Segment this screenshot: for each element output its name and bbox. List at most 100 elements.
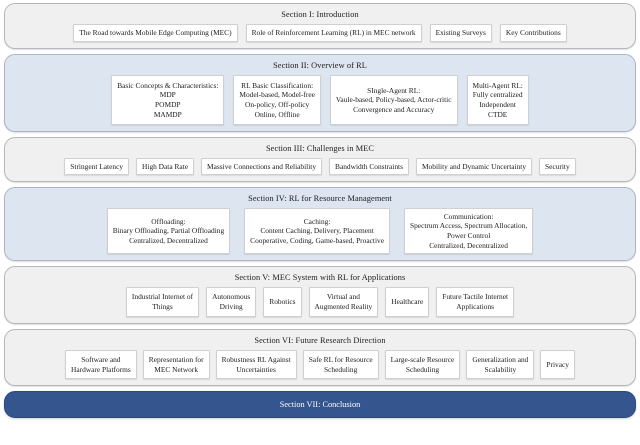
item-line: The Road towards Mobile Edge Computing (…	[79, 28, 232, 38]
item-line: Driving	[219, 302, 243, 311]
section-overview-of-rl: Section II: Overview of RL Basic Concept…	[4, 54, 636, 132]
item-communication[interactable]: Communication: Spectrum Access, Spectrum…	[404, 208, 534, 254]
item-mobility-uncertainty[interactable]: Mobility and Dynamic Uncertainty	[415, 158, 533, 175]
item-offloading[interactable]: Offloading: Binary Offloading, Partial O…	[106, 208, 231, 254]
item-road-towards-mec[interactable]: The Road towards Mobile Edge Computing (…	[73, 24, 238, 42]
item-line: Stringent Latency	[70, 161, 124, 171]
item-line: Vaule-based, Policy-based, Actor-critic	[335, 95, 452, 105]
section-future-research-direction: Section VI: Future Research Direction So…	[4, 329, 636, 386]
item-line: Augmented Reality	[314, 302, 373, 311]
item-line: Multi-Agent RL:	[472, 80, 523, 90]
section-items-row: Offloading: Binary Offloading, Partial O…	[15, 208, 625, 254]
item-line: Things	[152, 302, 173, 311]
item-line: Caching:	[303, 216, 331, 226]
item-line: CTDE	[488, 109, 508, 119]
item-line: Bandwidth Constraints	[335, 161, 403, 171]
item-line: Cooperative, Coding, Game-based, Proacti…	[250, 235, 384, 245]
item-rl-basic-classification[interactable]: RL Basic Classification: Model-based, Mo…	[233, 75, 321, 125]
item-line: RL Basic Classification:	[241, 80, 314, 90]
item-line: Robotics	[269, 297, 296, 307]
item-line: Scheduling	[324, 364, 358, 374]
item-security[interactable]: Security	[539, 158, 576, 175]
section-items-row: The Road towards Mobile Edge Computing (…	[15, 24, 625, 42]
item-line: On-policy, Off-policy	[245, 100, 310, 109]
section-title: Section IV: RL for Resource Management	[248, 194, 392, 203]
item-large-scale-resource-scheduling[interactable]: Large-scale Resource Scheduling	[384, 350, 461, 379]
section-challenges-in-mec: Section III: Challenges in MEC Stringent…	[4, 137, 636, 182]
item-line: Generalization and	[472, 354, 529, 364]
item-line: Uncertainties	[236, 364, 276, 374]
item-line: Scheduling	[405, 364, 440, 374]
item-line: Offloading:	[151, 216, 186, 226]
section-items-row: Basic Concepts & Characteristics: MDP PO…	[15, 75, 625, 125]
item-line: Online, Offline	[254, 109, 300, 119]
item-line: POMDP	[155, 100, 181, 109]
item-representation-for-mec-network[interactable]: Representation for MEC Network	[142, 350, 210, 379]
section-items-row: Stringent Latency High Data Rate Massive…	[15, 158, 625, 175]
item-robustness-rl[interactable]: Robustness RL Against Uncertainties	[215, 350, 297, 379]
item-safe-rl-resource-scheduling[interactable]: Safe RL for Resource Scheduling	[302, 350, 379, 379]
item-line: Healthcare	[391, 297, 424, 307]
item-line: Robustness RL Against	[221, 354, 291, 364]
item-line: Mobility and Dynamic Uncertainty	[421, 161, 527, 171]
item-line: Role of Reinforcement Learning (RL) in M…	[251, 28, 416, 38]
item-line: MDP	[159, 90, 176, 100]
item-line: Industrial Internet of	[131, 292, 194, 302]
item-key-contributions[interactable]: Key Contributions	[499, 24, 567, 42]
item-line: High Data Rate	[142, 161, 189, 171]
item-virtual-augmented-reality[interactable]: Virtual and Augmented Reality	[308, 287, 379, 317]
item-generalization-scalability[interactable]: Generalization and Scalability	[466, 350, 535, 379]
item-privacy[interactable]: Privacy	[540, 350, 575, 379]
section-items-row: Industrial Internet of Things Autonomous…	[15, 287, 625, 317]
section-introduction: Section I: Introduction The Road towards…	[4, 3, 636, 49]
item-line: Applications	[456, 302, 495, 311]
item-stringent-latency[interactable]: Stringent Latency	[64, 158, 130, 175]
section-title: Section III: Challenges in MEC	[265, 144, 375, 153]
section-title: Section II: Overview of RL	[273, 61, 367, 70]
item-line: SIngle-Agent RL:	[367, 85, 421, 95]
item-line: Representation for	[148, 354, 204, 364]
item-line: Binary Offloading, Partial Offloading	[112, 226, 225, 236]
item-line: Massive Connections and Reliability	[207, 161, 317, 171]
section-title: Section I: Introduction	[281, 10, 359, 19]
item-single-agent-rl[interactable]: SIngle-Agent RL: Vaule-based, Policy-bas…	[329, 75, 458, 125]
item-autonomous-driving[interactable]: Autonomous Driving	[206, 287, 257, 317]
item-line: Future Tactile Internet	[442, 292, 509, 302]
item-line: Autonomous	[212, 292, 251, 302]
item-line: Communication:	[443, 211, 494, 221]
item-massive-connections[interactable]: Massive Connections and Reliability	[201, 158, 323, 175]
item-future-tactile-internet[interactable]: Future Tactile Internet Applications	[436, 287, 515, 317]
item-line: Security	[545, 161, 570, 171]
item-multi-agent-rl[interactable]: Multi-Agent RL: Fully centralized Indepe…	[466, 75, 529, 125]
item-line: Privacy	[546, 359, 569, 369]
item-line: Hardware Platforms	[71, 364, 131, 374]
item-line: Software and	[81, 354, 121, 364]
item-line: Content Caching, Delivery, Placement	[260, 226, 374, 236]
section-title: Section VI: Future Research Direction	[254, 336, 386, 345]
item-robotics[interactable]: Robotics	[263, 287, 302, 317]
section-rl-for-resource-management: Section IV: RL for Resource Management O…	[4, 187, 636, 261]
item-line: Convergence and Accuracy	[353, 104, 435, 114]
item-line: Model-based, Model-free	[239, 90, 315, 100]
item-high-data-rate[interactable]: High Data Rate	[136, 158, 195, 175]
item-existing-surveys[interactable]: Existing Surveys	[429, 24, 492, 42]
item-basic-concepts[interactable]: Basic Concepts & Characteristics: MDP PO…	[111, 75, 225, 125]
item-line: Virtual and	[326, 292, 360, 302]
item-line: Basic Concepts & Characteristics:	[117, 80, 219, 90]
section-items-row: Software and Hardware Platforms Represen…	[15, 350, 625, 379]
item-line: MEC Network	[154, 364, 199, 374]
item-healthcare[interactable]: Healthcare	[385, 287, 430, 317]
section-mec-system-applications: Section V: MEC System with RL for Applic…	[4, 266, 636, 324]
item-software-hardware-platforms[interactable]: Software and Hardware Platforms	[65, 350, 137, 379]
item-role-of-rl-in-mec[interactable]: Role of Reinforcement Learning (RL) in M…	[245, 24, 422, 42]
item-line: Power Control	[446, 231, 491, 240]
item-line: Safe RL for Resource	[308, 354, 373, 364]
conclusion-title: Section VII: Conclusion	[279, 400, 361, 409]
item-line: Spectrum Access, Spectrum Allocation,	[410, 221, 528, 231]
item-line: MAMDP	[153, 109, 182, 119]
item-caching[interactable]: Caching: Content Caching, Delivery, Plac…	[244, 208, 390, 254]
item-bandwidth-constraints[interactable]: Bandwidth Constraints	[329, 158, 409, 175]
item-industrial-iot[interactable]: Industrial Internet of Things	[125, 287, 200, 317]
item-line: Key Contributions	[505, 28, 561, 38]
